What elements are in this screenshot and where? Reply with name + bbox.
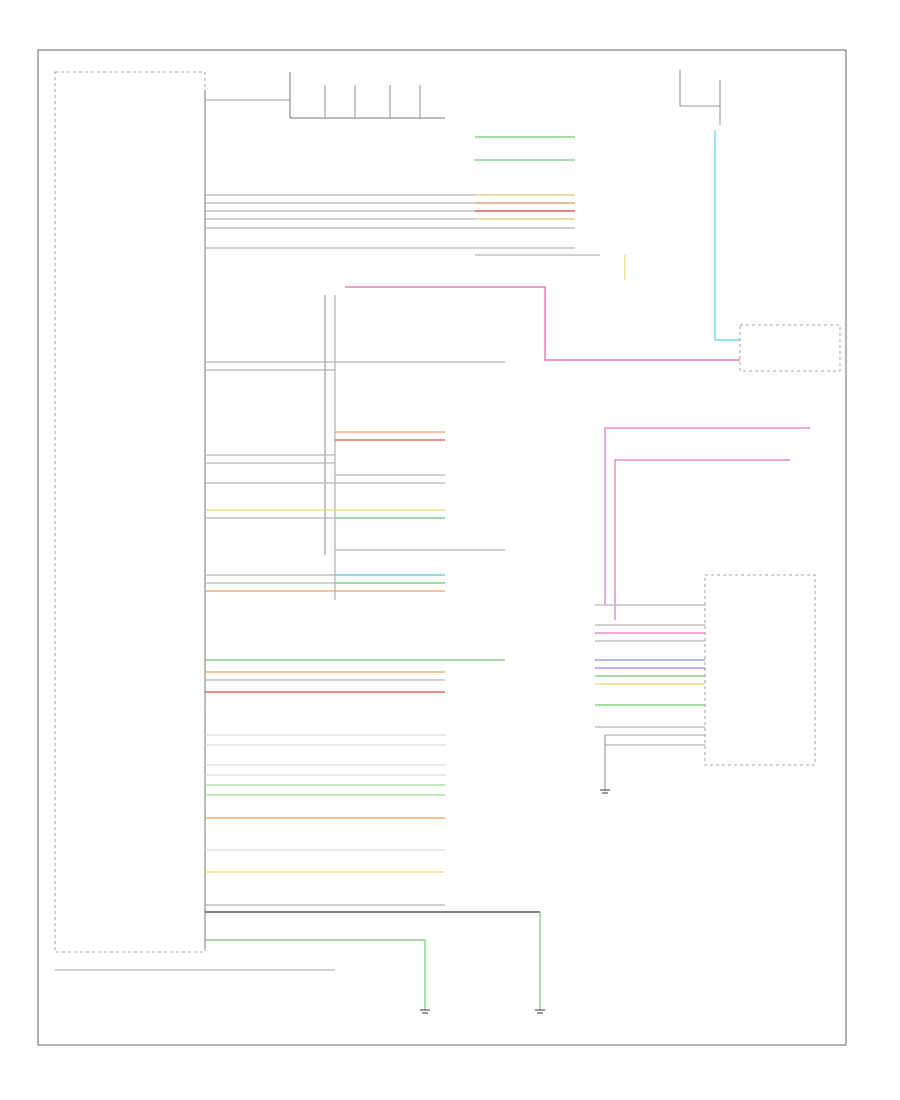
wires-right-connector — [595, 604, 705, 790]
wires-upper — [205, 136, 626, 280]
wire-magenta-2 — [614, 459, 790, 620]
right-lower-module — [704, 574, 816, 766]
fuse-block-top — [205, 72, 445, 119]
right-top-module — [739, 324, 841, 372]
diagram-frame — [37, 49, 847, 1046]
wire-cyan-vertical — [714, 130, 740, 341]
wire-pink-link — [345, 286, 740, 361]
wires-lower-middle — [205, 574, 445, 592]
wire-magenta-1 — [604, 427, 810, 605]
module-connector-outline — [54, 71, 206, 953]
ground-symbol-3 — [600, 789, 610, 794]
fuse-block-top-right — [679, 70, 721, 125]
ground-symbol-2 — [535, 1009, 545, 1014]
wires-middle — [205, 361, 505, 551]
wires-lower — [205, 659, 541, 1010]
ground-symbol-1 — [420, 1009, 430, 1014]
